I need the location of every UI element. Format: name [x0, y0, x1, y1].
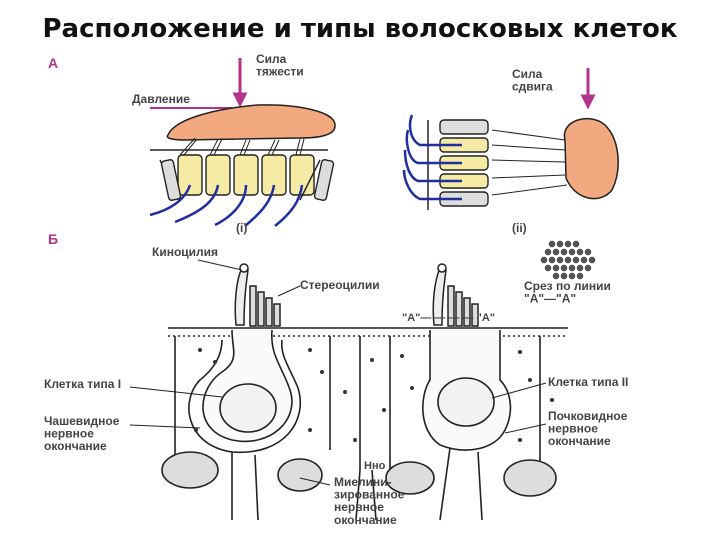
label-line: нервное [44, 427, 94, 441]
otolithic-membrane [166, 104, 336, 141]
label-line: нервное [334, 500, 384, 514]
section-line-label: Срез по линии"А"—"А" [524, 279, 611, 306]
type-ii-cell-label: Клетка типа II [548, 375, 628, 389]
label-line: тяжести [256, 65, 304, 79]
hair-bundle-right [432, 263, 479, 327]
afferent-nerves [149, 184, 304, 227]
type-i-nucleus [219, 383, 277, 433]
label-line: Чашевидное [44, 414, 120, 428]
nerve-fibre-2 [439, 447, 483, 521]
label-line: окончание [548, 434, 611, 448]
section-mark: "А"— — — — "А" [402, 312, 495, 324]
label-line: Сила [512, 67, 543, 81]
hair-bundle-left [234, 263, 281, 327]
type-i-cell-label: Клетка типа I [44, 377, 121, 391]
hair-cell-row [159, 154, 335, 201]
afferent-nerves-side [402, 114, 462, 201]
slide-title: Расположение и типы волосковых клеток [42, 14, 678, 44]
nerve-fibre-3 [355, 469, 377, 521]
hair-cell-column [439, 119, 489, 207]
section-dots [540, 240, 596, 280]
panel-b-marker: Б [48, 231, 58, 247]
pressure-label: Давление [132, 92, 190, 106]
unmyelinated-mark: Нно [364, 460, 386, 472]
cupula [563, 117, 619, 200]
type-ii-nucleus [437, 377, 495, 427]
cytoplasm-texture [194, 348, 554, 442]
label-line: Почковидное [548, 409, 628, 423]
label-line: Миелини- [334, 475, 392, 489]
label-line: зированное [334, 488, 405, 502]
kinocilium-label: Киноцилия [152, 245, 218, 259]
panel-a-marker: А [48, 55, 58, 71]
label-line: "А"—"А" [524, 292, 576, 306]
label-line: нервное [548, 422, 598, 436]
label-line: окончание [334, 513, 397, 527]
label-line: Сила [256, 52, 287, 66]
label-line: Срез по линии [524, 279, 611, 293]
caption-i: (i) [236, 221, 247, 235]
caption-ii: (ii) [512, 221, 527, 235]
stereocilia-label: Стереоцилии [300, 278, 380, 292]
label-line: окончание [44, 439, 107, 453]
nerve-fibre-1 [231, 452, 259, 521]
label-line: сдвига [512, 80, 553, 94]
sensory-epithelium [161, 327, 568, 521]
